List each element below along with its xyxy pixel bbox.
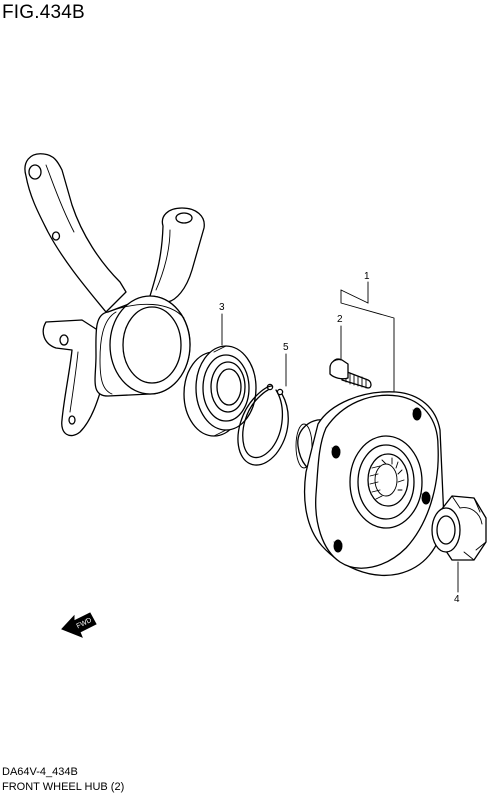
callout-2: 2 [337,314,343,325]
figure-title: FIG.434B [2,2,85,23]
callout-5: 5 [283,342,289,353]
steering-knuckle [24,153,205,437]
figure-name: FRONT WHEEL HUB (2) [2,781,125,793]
callout-4: 4 [454,594,460,605]
hub-bolt [329,358,372,389]
hub-nut [431,495,487,561]
fwd-arrow: FWD [61,612,97,638]
leader-bracket-1 [340,281,395,393]
figure-code: DA64V-4_434B [2,766,78,778]
wheel-hub [295,391,445,576]
callout-3: 3 [219,302,225,313]
snap-ring [237,383,289,466]
bearing [183,345,257,437]
callout-1: 1 [364,271,370,282]
